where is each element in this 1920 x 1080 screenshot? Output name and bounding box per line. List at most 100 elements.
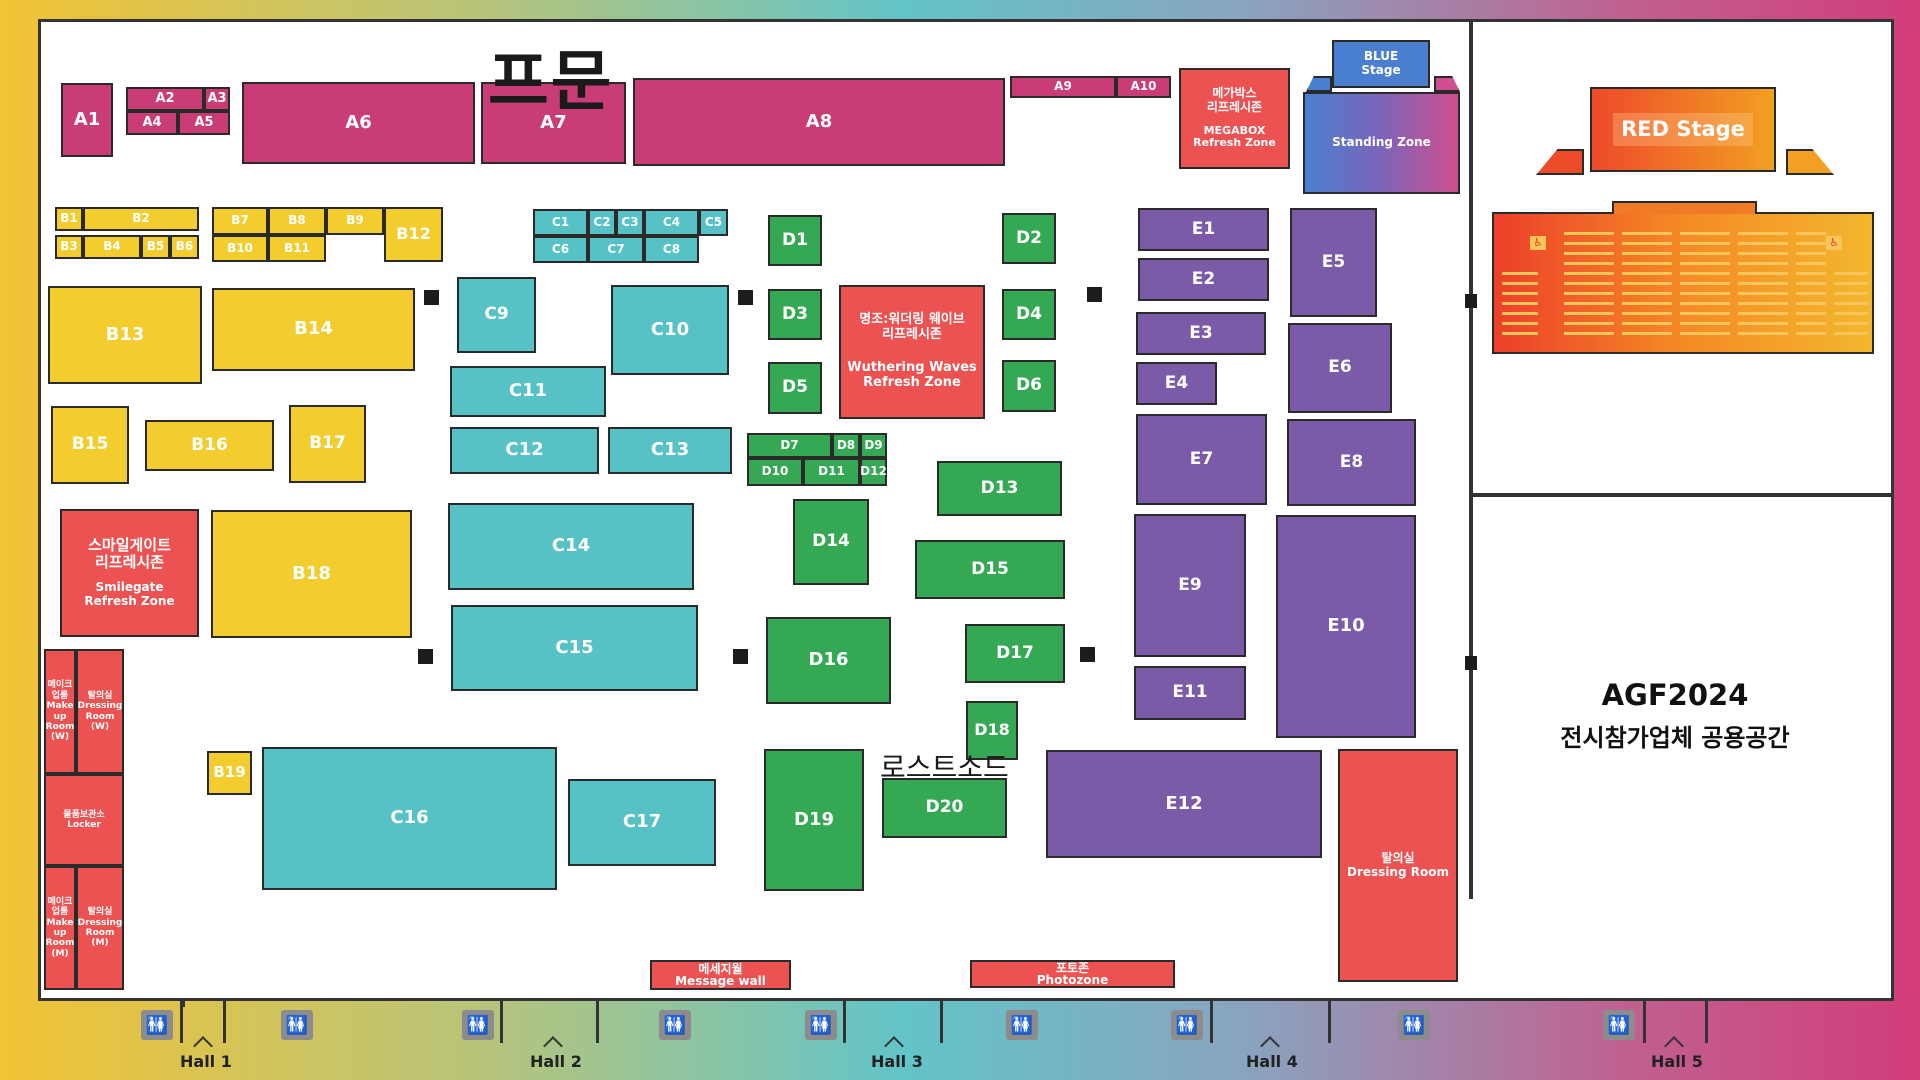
message-wall[interactable]: 메세지월 Message wall: [650, 960, 791, 990]
photozone[interactable]: 포토존 Photozone: [970, 960, 1175, 988]
booth-C9[interactable]: C9: [457, 277, 536, 353]
booth-B18[interactable]: B18: [211, 510, 412, 638]
booth-D14[interactable]: D14: [793, 499, 869, 585]
booth-B4[interactable]: B4: [83, 235, 141, 259]
booth-C15[interactable]: C15: [451, 605, 698, 691]
booth-C10[interactable]: C10: [611, 285, 729, 375]
booth-D19[interactable]: D19: [764, 749, 864, 891]
booth-D8[interactable]: D8: [832, 433, 860, 458]
booth-A2[interactable]: A2: [126, 87, 204, 111]
restroom-icon[interactable]: 🚻: [1398, 1010, 1430, 1040]
booth-B19[interactable]: B19: [207, 751, 252, 795]
booth-B10[interactable]: B10: [212, 235, 268, 262]
booth-D12[interactable]: D12: [860, 458, 887, 486]
booth-B17[interactable]: B17: [289, 405, 366, 483]
booth-C12[interactable]: C12: [450, 427, 599, 474]
restroom-icon[interactable]: 🚻: [281, 1010, 313, 1040]
booth-B7[interactable]: B7: [212, 207, 268, 235]
booth-A10[interactable]: A10: [1116, 76, 1171, 98]
booth-A9[interactable]: A9: [1010, 76, 1116, 98]
restroom-icon[interactable]: 🚻: [805, 1010, 837, 1040]
booth-B3[interactable]: B3: [55, 235, 83, 259]
booth-D15[interactable]: D15: [915, 540, 1065, 599]
booth-E5[interactable]: E5: [1290, 208, 1377, 317]
booth-D4[interactable]: D4: [1002, 289, 1056, 340]
megabox-refresh-zone[interactable]: 메가박스 리프레시존 MEGABOX Refresh Zone: [1179, 68, 1290, 169]
booth-E9[interactable]: E9: [1134, 514, 1246, 657]
booth-B14[interactable]: B14: [212, 288, 415, 371]
booth-D6[interactable]: D6: [1002, 360, 1056, 412]
makeup-room-women[interactable]: 메이크업룸 Make up Room (W): [44, 649, 76, 774]
booth-B8[interactable]: B8: [268, 207, 326, 235]
restroom-icon[interactable]: 🚻: [1603, 1010, 1635, 1040]
booth-D18[interactable]: D18: [966, 701, 1018, 760]
restroom-icon[interactable]: 🚻: [141, 1010, 173, 1040]
booth-D9[interactable]: D9: [860, 433, 887, 458]
booth-C4[interactable]: C4: [644, 209, 699, 236]
booth-B15[interactable]: B15: [51, 406, 129, 484]
booth-B13[interactable]: B13: [48, 286, 202, 384]
restroom-icon[interactable]: 🚻: [659, 1010, 691, 1040]
booth-D3[interactable]: D3: [768, 289, 822, 340]
dressing-room-hall4[interactable]: 탈의실 Dressing Room: [1338, 749, 1458, 982]
booth-C13[interactable]: C13: [608, 427, 732, 474]
booth-D20[interactable]: D20: [882, 778, 1007, 838]
booth-C17[interactable]: C17: [568, 779, 716, 866]
booth-B16[interactable]: B16: [145, 420, 274, 471]
booth-A7[interactable]: A7: [481, 82, 626, 164]
booth-B11[interactable]: B11: [268, 235, 326, 262]
booth-D13[interactable]: D13: [937, 461, 1062, 516]
blue-stage[interactable]: BLUE Stage: [1332, 40, 1430, 88]
booth-A1[interactable]: A1: [61, 83, 113, 157]
booth-A4[interactable]: A4: [126, 111, 178, 135]
restroom-icon[interactable]: 🚻: [462, 1010, 494, 1040]
booth-C7[interactable]: C7: [588, 236, 644, 263]
booth-C2[interactable]: C2: [588, 209, 616, 236]
booth-D5[interactable]: D5: [768, 362, 822, 414]
booth-A5[interactable]: A5: [178, 111, 230, 135]
booth-B12[interactable]: B12: [384, 207, 443, 262]
booth-E2[interactable]: E2: [1138, 258, 1269, 301]
booth-A3[interactable]: A3: [204, 87, 230, 111]
restroom-icon[interactable]: 🚻: [1171, 1010, 1203, 1040]
smilegate-refresh-zone[interactable]: 스마일게이트 리프레시존 Smilegate Refresh Zone: [60, 509, 199, 637]
booth-C8[interactable]: C8: [644, 236, 699, 263]
booth-D7[interactable]: D7: [747, 433, 832, 458]
booth-E8[interactable]: E8: [1287, 419, 1416, 506]
booth-D2[interactable]: D2: [1002, 213, 1056, 264]
booth-E6[interactable]: E6: [1288, 323, 1392, 413]
booth-D1[interactable]: D1: [768, 215, 822, 266]
standing-zone[interactable]: Standing Zone: [1303, 92, 1460, 194]
booth-E3[interactable]: E3: [1136, 312, 1266, 355]
booth-A6[interactable]: A6: [242, 82, 475, 164]
booth-E1[interactable]: E1: [1138, 208, 1269, 251]
booth-C5[interactable]: C5: [699, 209, 728, 236]
booth-D17[interactable]: D17: [965, 624, 1065, 683]
booth-C16[interactable]: C16: [262, 747, 557, 890]
booth-C14[interactable]: C14: [448, 503, 694, 590]
makeup-room-men[interactable]: 메이크업룸 Make up Room (M): [44, 866, 76, 990]
booth-E7[interactable]: E7: [1136, 414, 1267, 505]
booth-E10[interactable]: E10: [1276, 515, 1416, 738]
booth-B1[interactable]: B1: [55, 207, 83, 231]
booth-B5[interactable]: B5: [141, 235, 170, 259]
booth-D11[interactable]: D11: [803, 458, 860, 486]
booth-E12[interactable]: E12: [1046, 750, 1322, 858]
booth-C11[interactable]: C11: [450, 366, 606, 417]
dressing-room-women[interactable]: 탈의실 Dressing Room (W): [76, 649, 124, 774]
booth-D10[interactable]: D10: [747, 458, 803, 486]
booth-B6[interactable]: B6: [170, 235, 199, 259]
dressing-room-men[interactable]: 탈의실 Dressing Room (M): [76, 866, 124, 990]
booth-C3[interactable]: C3: [616, 209, 644, 236]
booth-C1[interactable]: C1: [533, 209, 588, 236]
booth-A8[interactable]: A8: [633, 78, 1005, 166]
restroom-icon[interactable]: 🚻: [1006, 1010, 1038, 1040]
booth-B9[interactable]: B9: [326, 207, 384, 235]
locker[interactable]: 물품보관소 Locker: [44, 774, 124, 866]
booth-E11[interactable]: E11: [1134, 666, 1246, 720]
booth-C6[interactable]: C6: [533, 236, 588, 263]
red-stage[interactable]: RED Stage: [1590, 87, 1776, 172]
booth-E4[interactable]: E4: [1136, 362, 1217, 405]
booth-D16[interactable]: D16: [766, 617, 891, 704]
booth-B2[interactable]: B2: [83, 207, 199, 231]
